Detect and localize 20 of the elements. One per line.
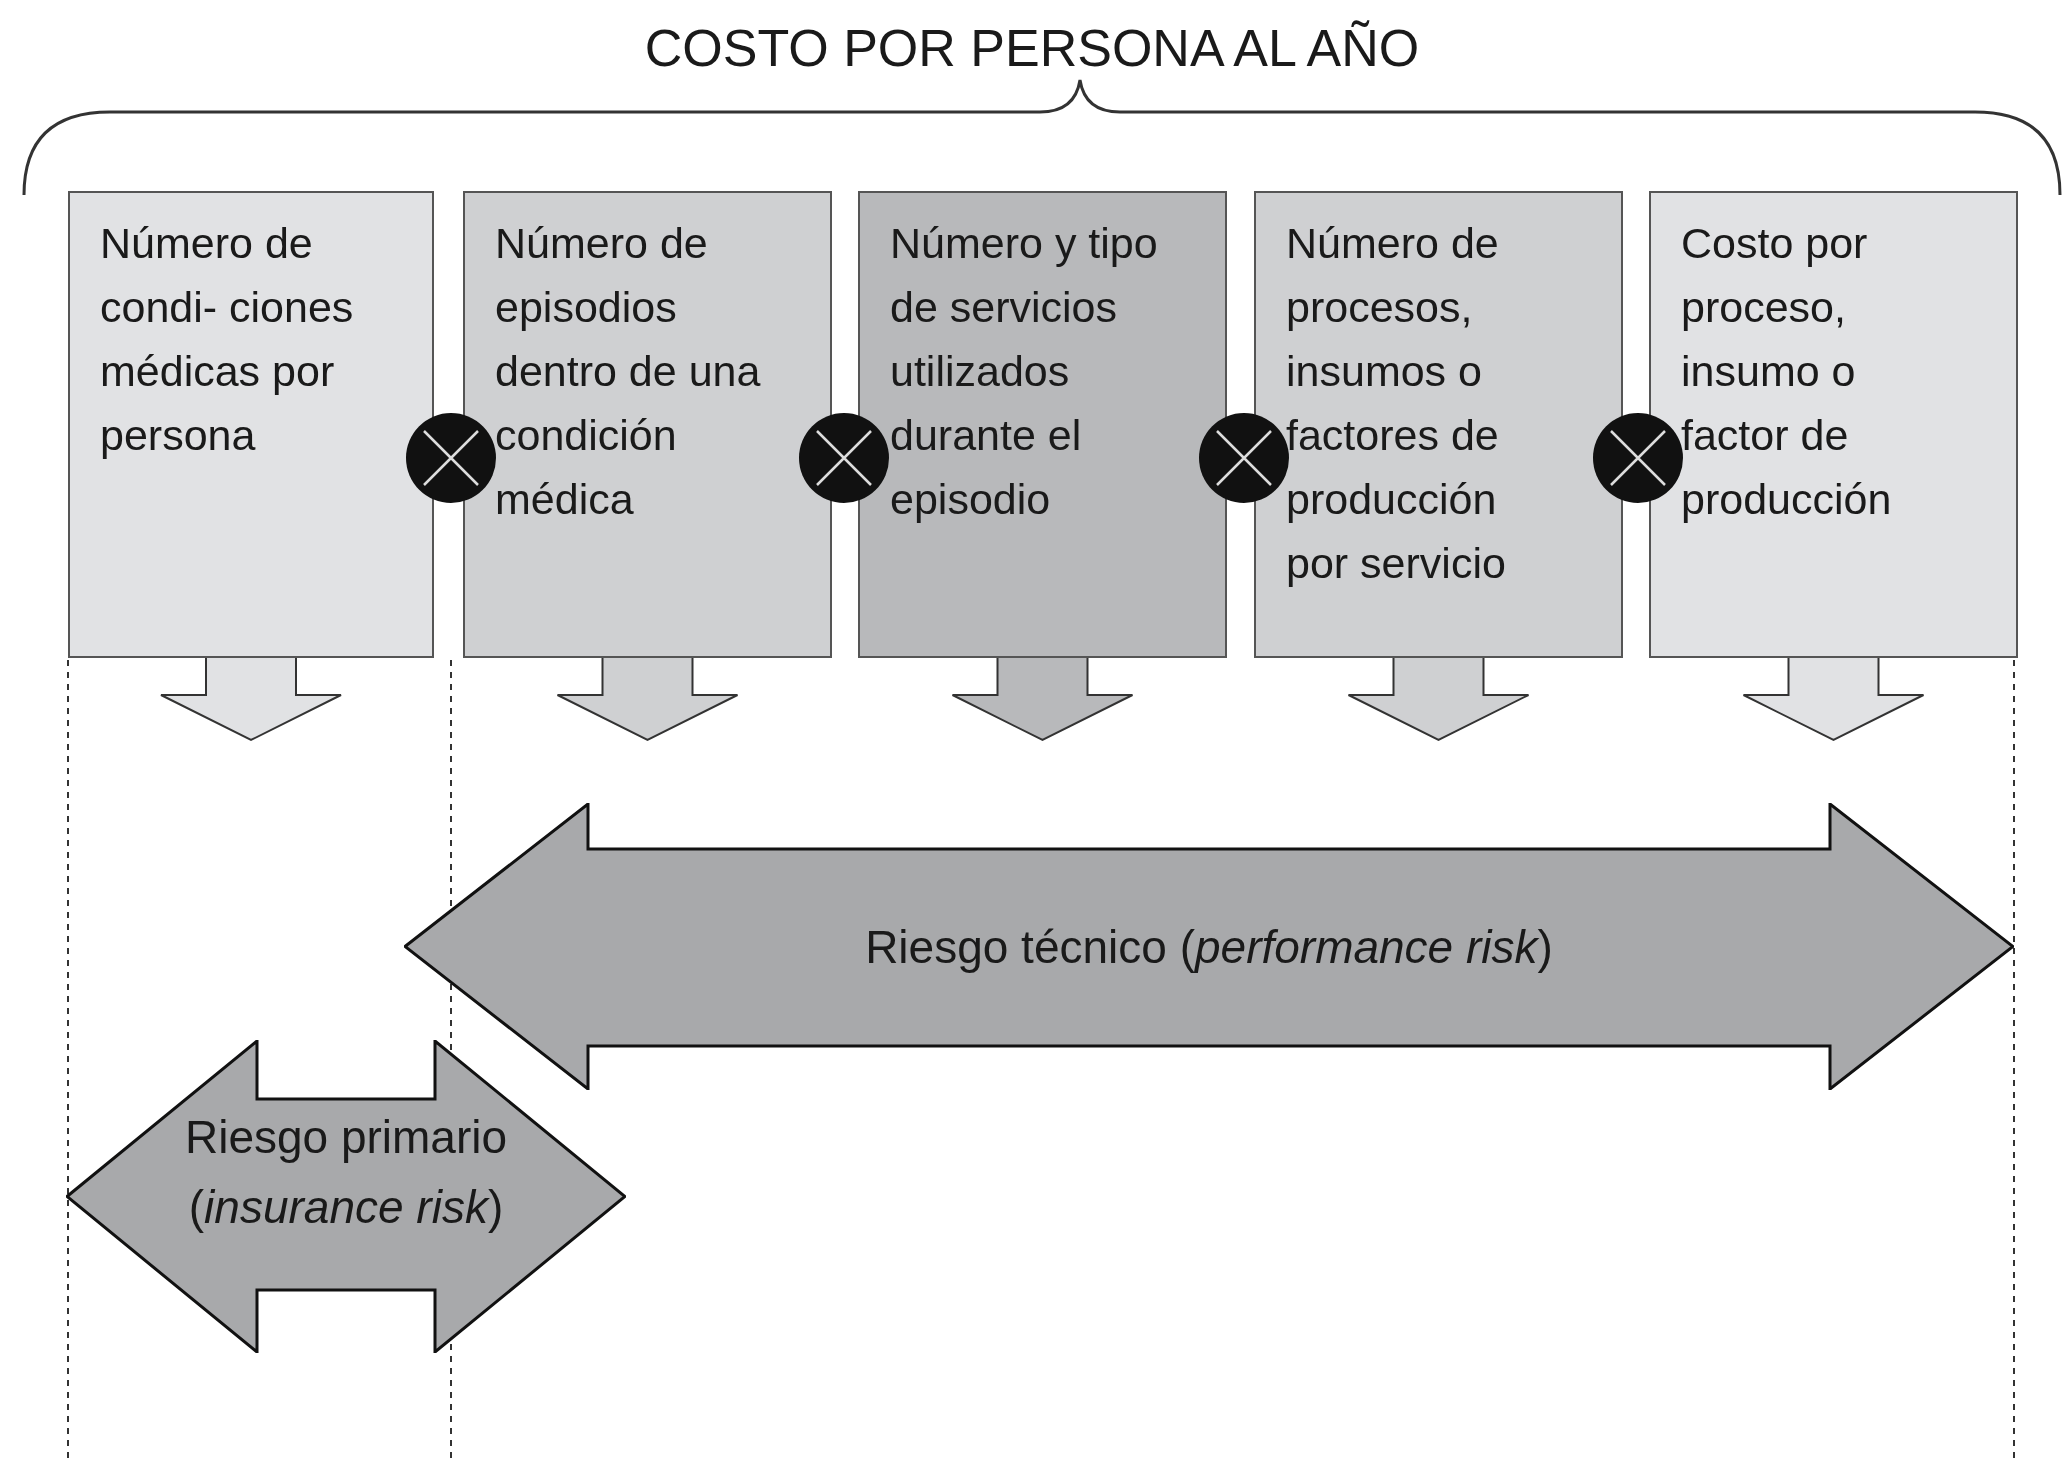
down-block-arrow bbox=[160, 657, 342, 742]
process-box bbox=[463, 191, 832, 658]
process-box bbox=[68, 191, 434, 658]
double-arrow-shape bbox=[404, 803, 2014, 1090]
down-block-arrow bbox=[1347, 657, 1530, 742]
process-box bbox=[858, 191, 1227, 658]
down-block-arrow bbox=[556, 657, 739, 742]
process-box bbox=[1649, 191, 2018, 658]
box-text: Número y tipo de servicios utilizados durante el episodio bbox=[890, 218, 1159, 525]
box-text: Costo por proceso, insumo o factor de producción bbox=[1681, 218, 1893, 525]
down-block-arrow bbox=[1742, 657, 1925, 742]
box-text: Riesgo técnico (performance risk) bbox=[864, 919, 1554, 975]
box-text: Riesgo primario (insurance risk) bbox=[183, 1110, 509, 1235]
process-box bbox=[1254, 191, 1623, 658]
box-text: Número de condi- ciones médicas por persona bbox=[100, 218, 355, 461]
box-text: Número de episodios dentro de una condición médica bbox=[495, 218, 762, 525]
down-block-arrow bbox=[951, 657, 1134, 742]
double-arrow-shape bbox=[66, 1040, 626, 1353]
box-text: Número de procesos, insumos o factores de producción por servicio bbox=[1286, 218, 1507, 589]
heading: COSTO POR PERSONA AL AÑO bbox=[643, 18, 1421, 78]
